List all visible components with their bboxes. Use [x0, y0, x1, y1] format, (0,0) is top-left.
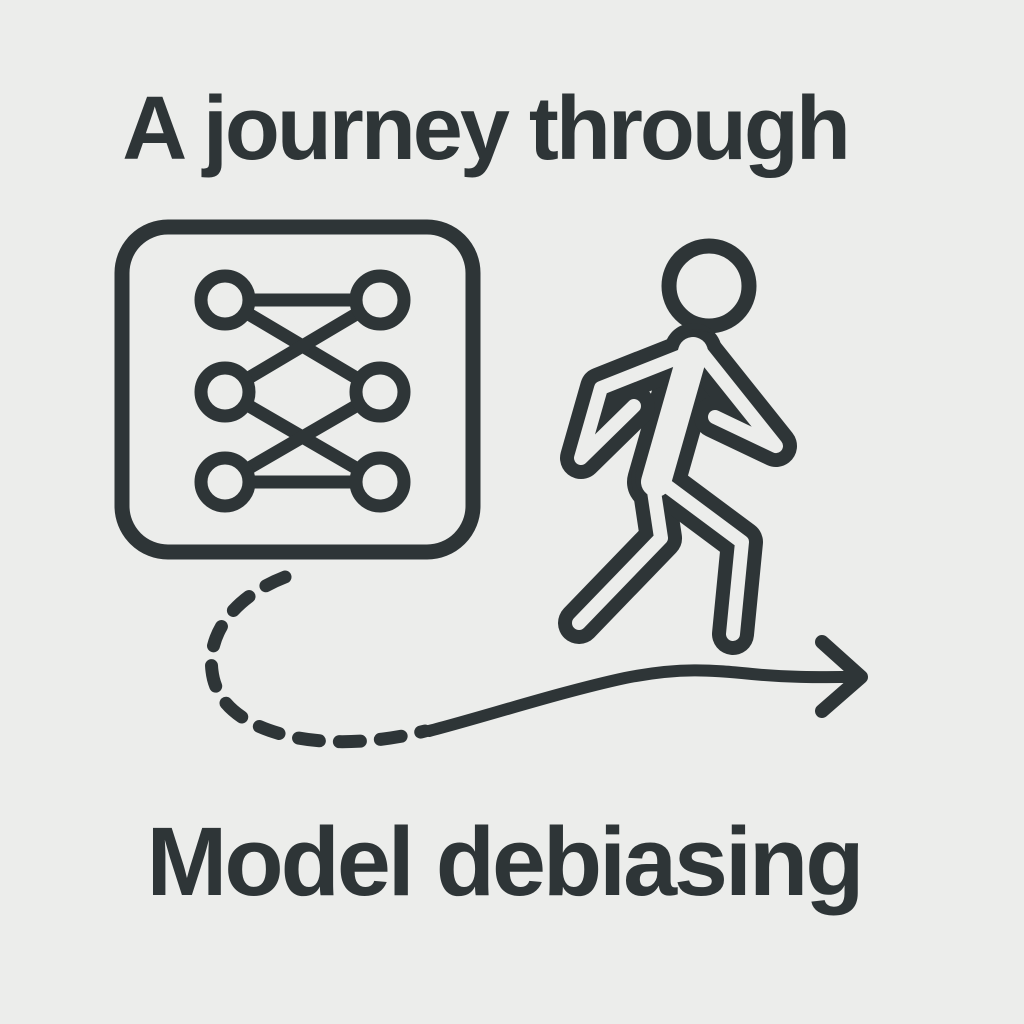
nn-node [349, 451, 411, 513]
walking-person-icon [558, 238, 797, 655]
title-text: A journey through [122, 79, 851, 179]
nn-nodes [194, 269, 411, 513]
person-head [661, 238, 757, 334]
nn-node [194, 361, 256, 423]
solid-path [423, 664, 858, 737]
caption-text: Model debiasing [146, 807, 865, 916]
nn-node [349, 269, 411, 331]
journey-path [204, 570, 868, 749]
nn-node [194, 269, 256, 331]
nn-node [194, 451, 256, 513]
dashed-path [204, 570, 432, 749]
neural-network-icon [114, 219, 481, 560]
nn-node [349, 361, 411, 423]
nn-box [114, 219, 481, 560]
arrow-right-icon [815, 635, 868, 718]
